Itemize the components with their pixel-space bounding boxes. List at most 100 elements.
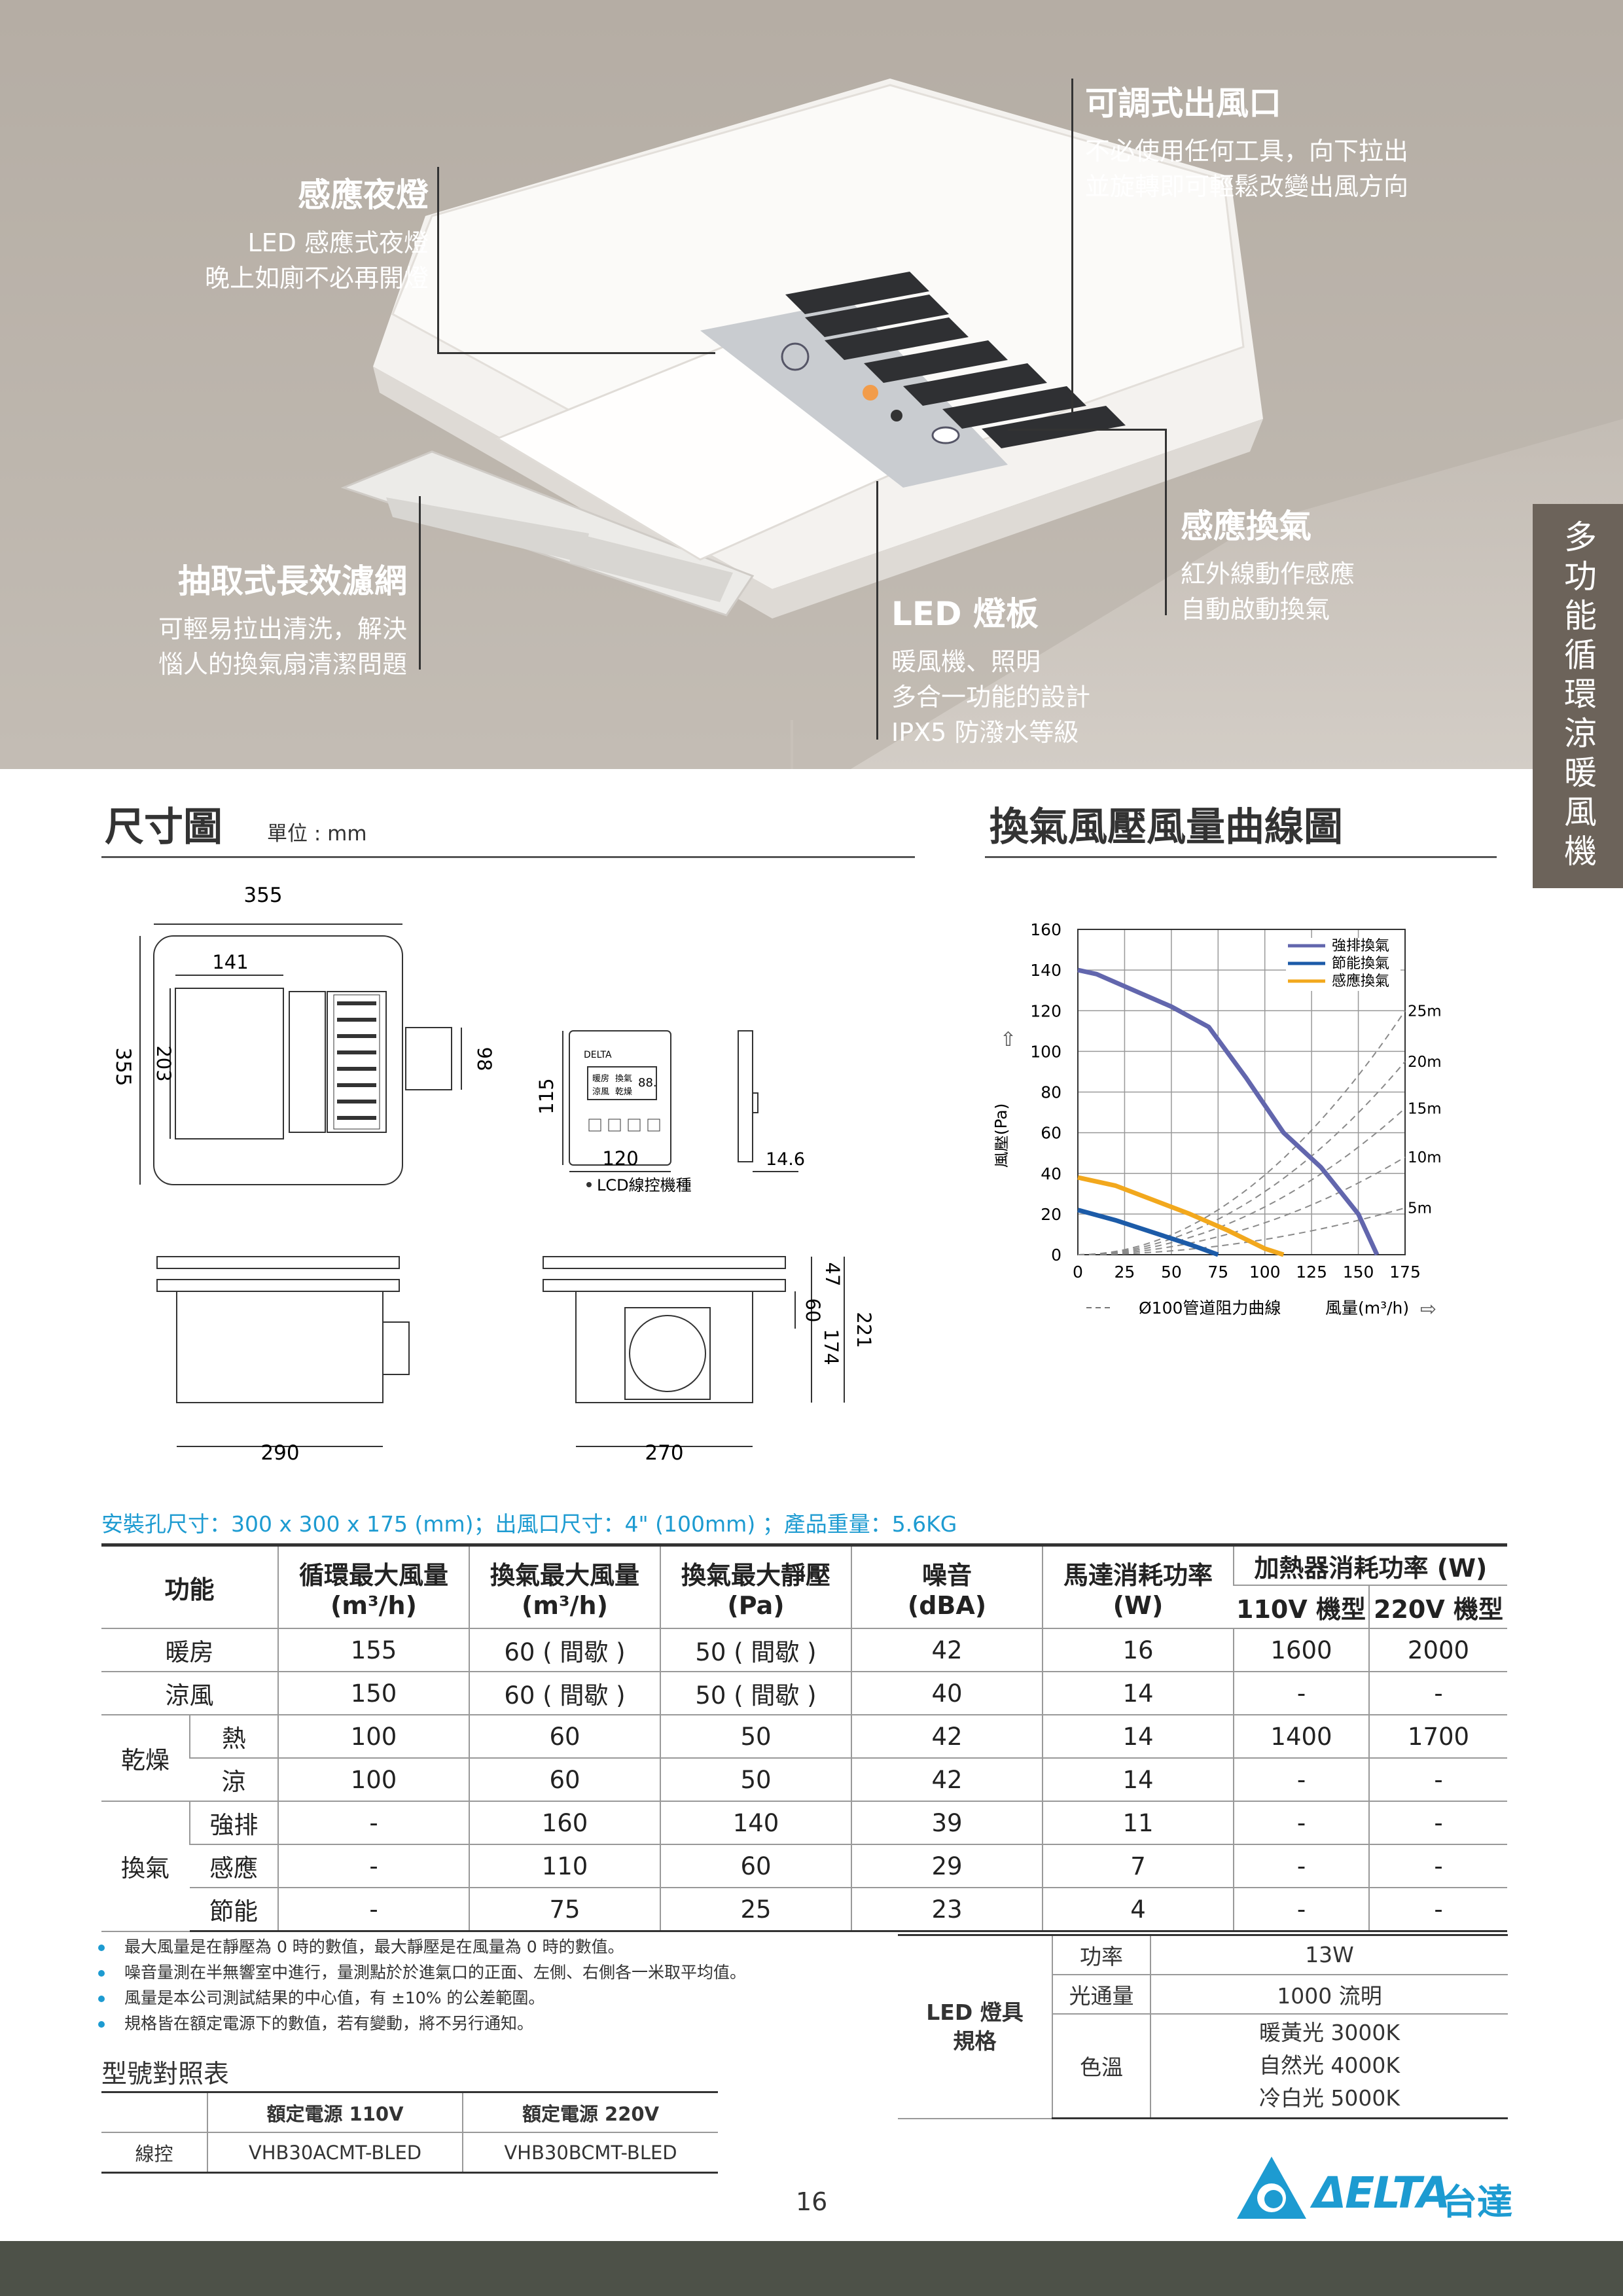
model-110v: VHB30ACMT-BLED bbox=[207, 2132, 463, 2174]
up-arrow-icon: ⇧ bbox=[1000, 1028, 1016, 1051]
note-item: 風量是本公司測試結果的中心值，有 ±10% 的公差範圍。 bbox=[98, 1985, 746, 2011]
lcd-label: LCD線控機種 bbox=[597, 1176, 692, 1194]
callout-outlet: 可調式出風口 不必使用任何工具，向下拉出 並旋轉即可輕鬆改變出風方向 bbox=[1085, 77, 1408, 204]
cct-value: 暖黃光 3000K bbox=[1258, 2020, 1400, 2046]
row-sub-label: 感應 bbox=[190, 1844, 278, 1888]
table-cell: 60 ( 間歇 ) bbox=[469, 1672, 660, 1715]
table-cell: 1600 bbox=[1233, 1628, 1369, 1672]
lcd-text: DELTA bbox=[584, 1050, 612, 1060]
x-tick-label: 175 bbox=[1389, 1263, 1421, 1282]
table-cell: 100 bbox=[277, 1758, 469, 1802]
callout-line: 並旋轉即可輕鬆改變出風方向 bbox=[1085, 172, 1409, 201]
resistance-curve bbox=[1077, 1107, 1406, 1255]
series-line bbox=[1077, 1208, 1219, 1257]
hero-product-image: 感應夜燈 LED 感應式夜燈 晚上如廁不必再開燈 可調式出風口 不必使用任何工具… bbox=[0, 0, 1623, 769]
lumen-label: 光通量 bbox=[1052, 1974, 1150, 2015]
table-cell: 50 ( 間歇 ) bbox=[660, 1628, 851, 1672]
series-line bbox=[1077, 967, 1380, 1256]
table-cell: 110 bbox=[469, 1844, 660, 1888]
table-cell: - bbox=[1233, 1844, 1369, 1888]
note-item: 最大風量是在靜壓為 0 時的數值，最大靜壓是在風量為 0 時的數值。 bbox=[98, 1934, 746, 1960]
table-cell: 4 bbox=[1042, 1888, 1234, 1932]
table-cell: 40 bbox=[851, 1672, 1043, 1715]
table-cell: - bbox=[1368, 1758, 1507, 1802]
table-cell: 60 bbox=[469, 1758, 660, 1802]
callout-line: 紅外線動作感應 bbox=[1181, 560, 1355, 588]
callout-line: 晚上如廁不必再開燈 bbox=[204, 264, 429, 293]
header-text: 循環最大風量 bbox=[298, 1560, 448, 1590]
model-220v: VHB30BCMT-BLED bbox=[462, 2132, 718, 2174]
spec-table: 功能 循環最大風量(m³/h) 換氣最大風量(m³/h) 換氣最大靜壓(Pa) … bbox=[101, 1543, 1507, 1932]
cct-value: 自然光 4000K bbox=[1258, 2053, 1400, 2079]
bullet-icon bbox=[98, 2021, 105, 2028]
dim-label: 60 bbox=[802, 1299, 824, 1323]
header-unit: (W) bbox=[1113, 1590, 1164, 1620]
table-cell: 39 bbox=[851, 1801, 1043, 1845]
header-motor: 馬達消耗功率(W) bbox=[1042, 1543, 1234, 1629]
header-text: 馬達消耗功率 bbox=[1063, 1560, 1213, 1590]
row-sub-label: 強排 bbox=[189, 1801, 278, 1845]
logo-text: ΔELTA bbox=[1313, 2168, 1450, 2218]
header-220v: 220V 機型 bbox=[1368, 1585, 1507, 1629]
callout-line: 可輕易拉出清洗，解決 bbox=[158, 615, 407, 643]
table-cell: 100 bbox=[277, 1715, 469, 1759]
footer-bar bbox=[0, 2241, 1623, 2296]
y-tick-label: 60 bbox=[1041, 1124, 1061, 1143]
table-cell: - bbox=[1368, 1801, 1507, 1845]
resistance-curve bbox=[1077, 1061, 1406, 1255]
leader-line bbox=[1071, 79, 1073, 412]
table-cell: 50 bbox=[660, 1715, 851, 1759]
legend-label: 感應換氣 bbox=[1332, 973, 1389, 990]
x-axis-label: 風量(m³/h) bbox=[1325, 1299, 1409, 1318]
header-text: 換氣最大靜壓 bbox=[681, 1560, 830, 1590]
curve-title: 換氣風壓風量曲線圖 bbox=[990, 804, 1343, 850]
table-cell: 50 bbox=[660, 1758, 851, 1802]
table-cell: 7 bbox=[1042, 1844, 1234, 1888]
x-tick-label: 150 bbox=[1343, 1263, 1374, 1282]
note-text: 噪音量測在半無響室中進行，量測點於於進氣口的正面、左側、右側各一米取平均值。 bbox=[124, 1963, 747, 1982]
resistance-label: 5m bbox=[1408, 1200, 1432, 1217]
leader-line bbox=[1165, 429, 1167, 615]
dimension-title: 尺寸圖 bbox=[105, 804, 223, 850]
notes-list: 最大風量是在靜壓為 0 時的數值，最大靜壓是在風量為 0 時的數值。 噪音量測在… bbox=[98, 1934, 746, 2036]
table-cell: - bbox=[277, 1888, 469, 1932]
callout-line: 不必使用任何工具，向下拉出 bbox=[1085, 137, 1409, 166]
model-table-title: 型號對照表 bbox=[101, 2060, 230, 2089]
header-text: 換氣最大風量 bbox=[490, 1560, 639, 1590]
spec-caption: 安裝孔尺寸：300 x 300 x 175 (mm)；出風口尺寸：4" (100… bbox=[101, 1511, 957, 1537]
table-cell: 16 bbox=[1042, 1628, 1234, 1672]
row-sub-label: 熱 bbox=[189, 1715, 278, 1759]
header-220v: 額定電源 220V bbox=[462, 2091, 718, 2133]
bullet-icon bbox=[98, 1945, 105, 1951]
led-spec-table: LED 燈具規格 功率 13W 光通量 1000 流明 色溫 暖黃光 3000K… bbox=[898, 1934, 1508, 2119]
header-circ-flow: 循環最大風量(m³/h) bbox=[277, 1543, 469, 1629]
dim-label: 120 bbox=[602, 1147, 638, 1170]
dim-label: 355 bbox=[243, 884, 282, 907]
header-unit: (m³/h) bbox=[522, 1590, 608, 1620]
header-vent-flow: 換氣最大風量(m³/h) bbox=[469, 1543, 660, 1629]
row-sub-label: 涼 bbox=[190, 1758, 278, 1802]
header-unit: (m³/h) bbox=[330, 1590, 417, 1620]
plot-frame bbox=[1077, 929, 1406, 1255]
table-cell: 25 bbox=[660, 1888, 851, 1932]
cct-value: 冷白光 5000K bbox=[1258, 2085, 1400, 2111]
callout-title: LED 燈板 bbox=[891, 595, 1039, 633]
table-cell: 1400 bbox=[1233, 1715, 1369, 1759]
table-cell: - bbox=[1233, 1758, 1369, 1802]
lcd-text: 換氣 bbox=[615, 1074, 632, 1084]
table-cell: 11 bbox=[1042, 1801, 1234, 1845]
table-cell: 160 bbox=[469, 1801, 660, 1845]
table-cell: 14 bbox=[1042, 1758, 1234, 1802]
y-tick-label: 40 bbox=[1041, 1164, 1061, 1183]
dim-label: 270 bbox=[645, 1441, 683, 1465]
led-spec-label: LED 燈具規格 bbox=[898, 1934, 1052, 2119]
callout-line: 自動啟動換氣 bbox=[1181, 595, 1330, 624]
bullet-icon bbox=[98, 1970, 105, 1977]
dim-label: 355 bbox=[111, 1047, 135, 1086]
note-text: 風量是本公司測試結果的中心值，有 ±10% 的公差範圍。 bbox=[124, 1988, 545, 2007]
dim-label: 14.6 bbox=[766, 1149, 805, 1170]
power-label: 功率 bbox=[1052, 1934, 1150, 1975]
header-heater: 加熱器消耗功率 (W) bbox=[1233, 1543, 1507, 1586]
